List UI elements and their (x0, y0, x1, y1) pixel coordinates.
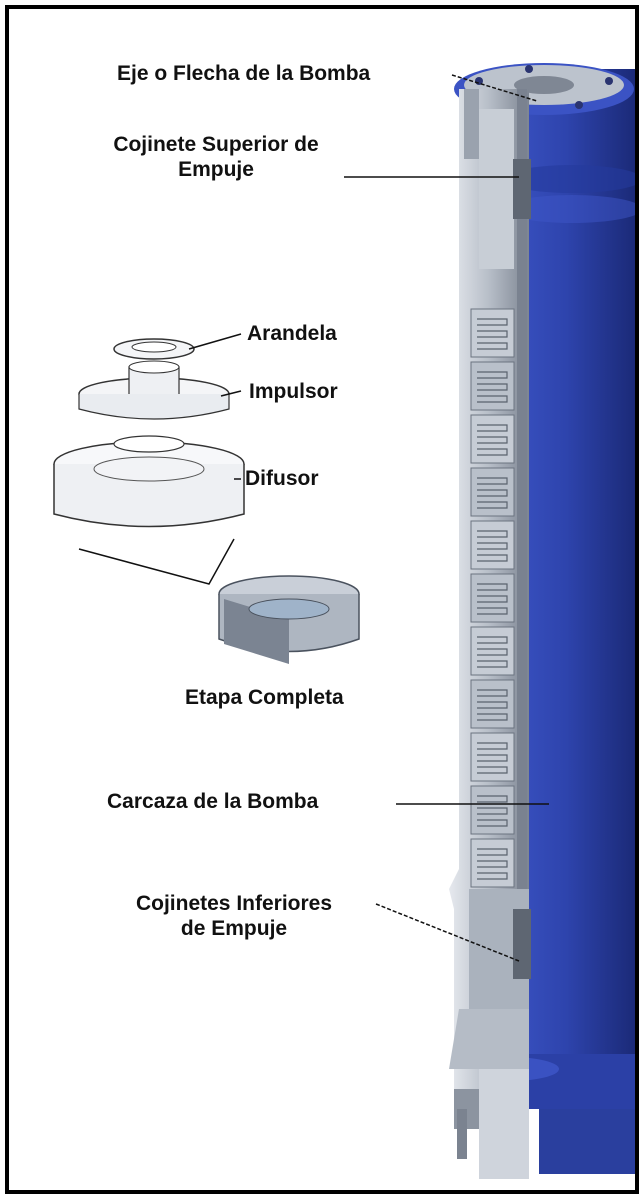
stage-vane (477, 754, 508, 762)
stage-vane (477, 383, 508, 391)
leader-lines (78, 74, 549, 962)
stage-vane (477, 436, 508, 444)
stage-vane (477, 477, 508, 485)
stage-vane (477, 424, 508, 432)
label-lower-thrust: Cojinetes Inferiores de Empuje (99, 891, 369, 941)
pump-stage (470, 626, 515, 676)
upper-thrust-bearing-mark (513, 159, 531, 219)
pump-stage (470, 679, 515, 729)
lower-thrust-bearing-mark (513, 909, 531, 979)
pump-stage (470, 361, 515, 411)
stage-vane (477, 530, 508, 538)
leader-shaft (451, 74, 538, 102)
leader-impeller (220, 390, 242, 397)
washer-part (113, 338, 195, 360)
stage-vane (477, 689, 508, 697)
pump-stage (470, 467, 515, 517)
leader-lower-thrust (375, 903, 520, 962)
pump-casing-body (459, 69, 635, 1174)
pump-stage (470, 520, 515, 570)
stage-vane (477, 795, 508, 803)
pump-stage (470, 573, 515, 623)
pump-stage (470, 414, 515, 464)
stage-vane (477, 660, 508, 668)
stage-vane (477, 542, 508, 550)
pump-cutaway (449, 89, 531, 1179)
stage-vane (477, 848, 508, 856)
stage-vane (477, 860, 508, 868)
diagram-frame: Eje o Flecha de la Bomba Cojinete Superi… (5, 5, 639, 1194)
label-complete-stage: Etapa Completa (185, 686, 344, 709)
label-upper-thrust-line2: Empuje (178, 158, 254, 182)
stage-vane (477, 636, 508, 644)
stage-vane (477, 318, 508, 326)
pump-stage (470, 308, 515, 358)
stage-vane (477, 583, 508, 591)
stage-vane (477, 742, 508, 750)
stage-vane (477, 501, 508, 509)
label-upper-thrust: Cojinete Superior de Empuje (91, 132, 341, 182)
stage-vane (477, 342, 508, 350)
stage-vane (477, 595, 508, 603)
pump-stage (470, 838, 515, 888)
stage-vane (477, 713, 508, 721)
anchor-bolt (457, 1109, 467, 1159)
stage-vane (477, 395, 508, 403)
stage-vane (477, 807, 508, 815)
label-lower-thrust-line2: de Empuje (180, 917, 288, 941)
diffuser-part (53, 435, 245, 528)
stage-vane (477, 489, 508, 497)
label-lower-thrust-line1: Cojinetes Inferiores (135, 892, 333, 915)
pump-stage (470, 732, 515, 782)
stage-vane (477, 766, 508, 774)
stage-vane (477, 607, 508, 615)
stage-vane (477, 872, 508, 880)
label-shaft: Eje o Flecha de la Bomba (117, 62, 371, 85)
stage-vane (477, 371, 508, 379)
label-washer: Arandela (247, 322, 337, 345)
stage-vane (477, 554, 508, 562)
impeller-part (78, 360, 230, 420)
pump-illustration (53, 63, 635, 1179)
stage-vane (477, 819, 508, 827)
stage-vane (477, 648, 508, 656)
stage-vane (477, 448, 508, 456)
label-diffuser: Difusor (245, 467, 319, 490)
pump-stage (470, 785, 515, 835)
leader-washer (188, 333, 242, 350)
stage-vane (477, 330, 508, 338)
complete-stage-part (218, 575, 360, 664)
label-upper-thrust-line1: Cojinete Superior de (113, 133, 319, 156)
label-impeller: Impulsor (249, 380, 338, 403)
stage-vane (477, 701, 508, 709)
leader-complete-stage (78, 538, 235, 585)
pump-shaft (517, 89, 527, 1169)
label-casing: Carcaza de la Bomba (107, 790, 319, 813)
